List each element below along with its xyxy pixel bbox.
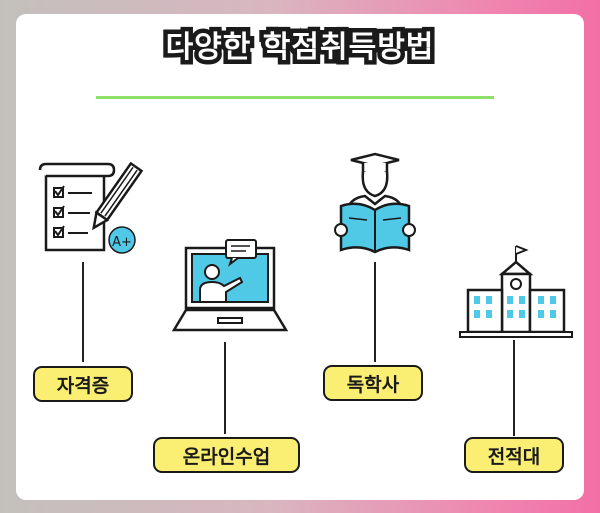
connector-online-class xyxy=(224,342,226,434)
certificate-checklist-pencil-icon: A+ xyxy=(38,161,144,254)
title-underline xyxy=(96,96,494,99)
grade-badge-text: A+ xyxy=(112,235,132,250)
connector-university xyxy=(513,340,515,436)
method-tag-certificate: 자격증 xyxy=(33,366,133,402)
method-tag-online-class: 온라인수업 xyxy=(153,437,300,473)
connector-self-study xyxy=(374,262,376,362)
online-class-laptop-icon xyxy=(171,239,289,332)
connector-certificate xyxy=(82,262,84,362)
method-tag-university: 전적대 xyxy=(464,437,564,473)
self-study-graduate-book-icon xyxy=(334,152,416,254)
university-building-icon xyxy=(459,245,573,338)
content-card xyxy=(16,14,584,500)
page-title: 다양한 학점취득방법 xyxy=(161,26,438,70)
method-tag-self-study: 독학사 xyxy=(323,365,423,401)
